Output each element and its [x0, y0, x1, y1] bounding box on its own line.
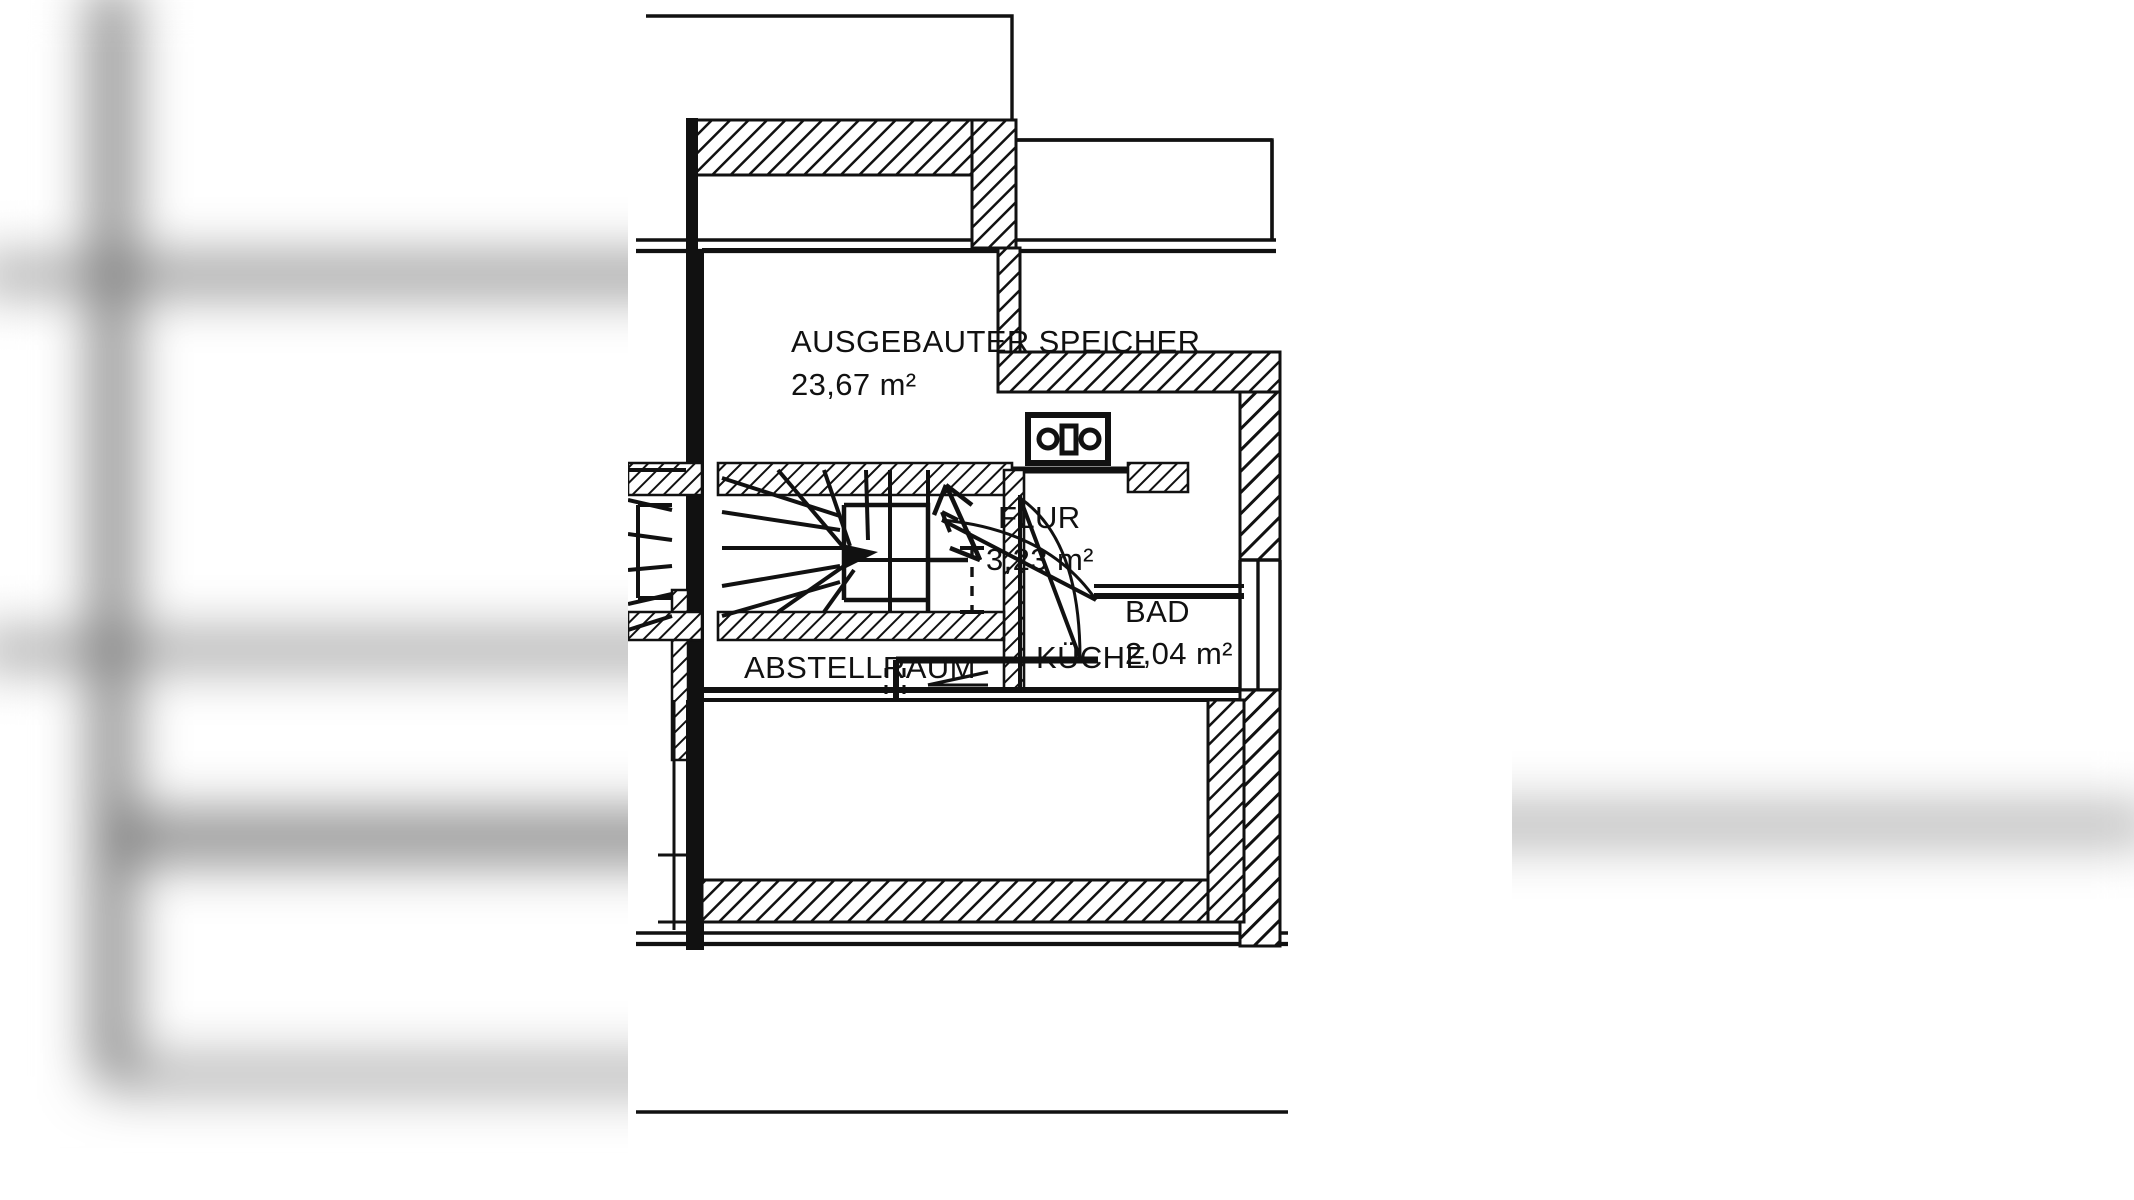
room-area-bad: 2,04 m²	[1125, 636, 1233, 671]
room-area-flur: 3,23 m²	[986, 542, 1094, 577]
floorplan-panel: AUSGEBAUTER SPEICHER 23,67 m² FLUR 3,23 …	[628, 0, 1512, 1200]
paper	[628, 0, 1512, 1200]
room-area-ausgebauter-speicher: 23,67 m²	[791, 367, 917, 402]
bottom-interior-wall	[702, 687, 1240, 702]
room-label-flur: FLUR	[998, 500, 1081, 535]
bad-partition	[884, 656, 1098, 700]
door-bad	[940, 510, 1244, 602]
room-label-ausgebauter-speicher: AUSGEBAUTER SPEICHER	[791, 324, 1200, 359]
flur-dimension-ticks	[960, 546, 984, 614]
right-exterior-wall	[1238, 390, 1282, 948]
door-kueche	[927, 670, 989, 687]
winder-staircase	[628, 468, 968, 632]
room-label-bad: BAD	[1125, 594, 1190, 629]
floorplan-drawing: AUSGEBAUTER SPEICHER 23,67 m² FLUR 3,23 …	[628, 0, 1512, 1200]
cooktop-icon	[1025, 412, 1111, 466]
abstellraum-top-wall	[628, 610, 1006, 642]
room-label-abstellraum: ABSTELLRAUM	[744, 650, 976, 685]
room-label-kueche: KÜCHE	[1036, 640, 1147, 675]
bottom-dormer-wall	[658, 698, 1246, 946]
speicher-step-wall	[996, 246, 1282, 394]
